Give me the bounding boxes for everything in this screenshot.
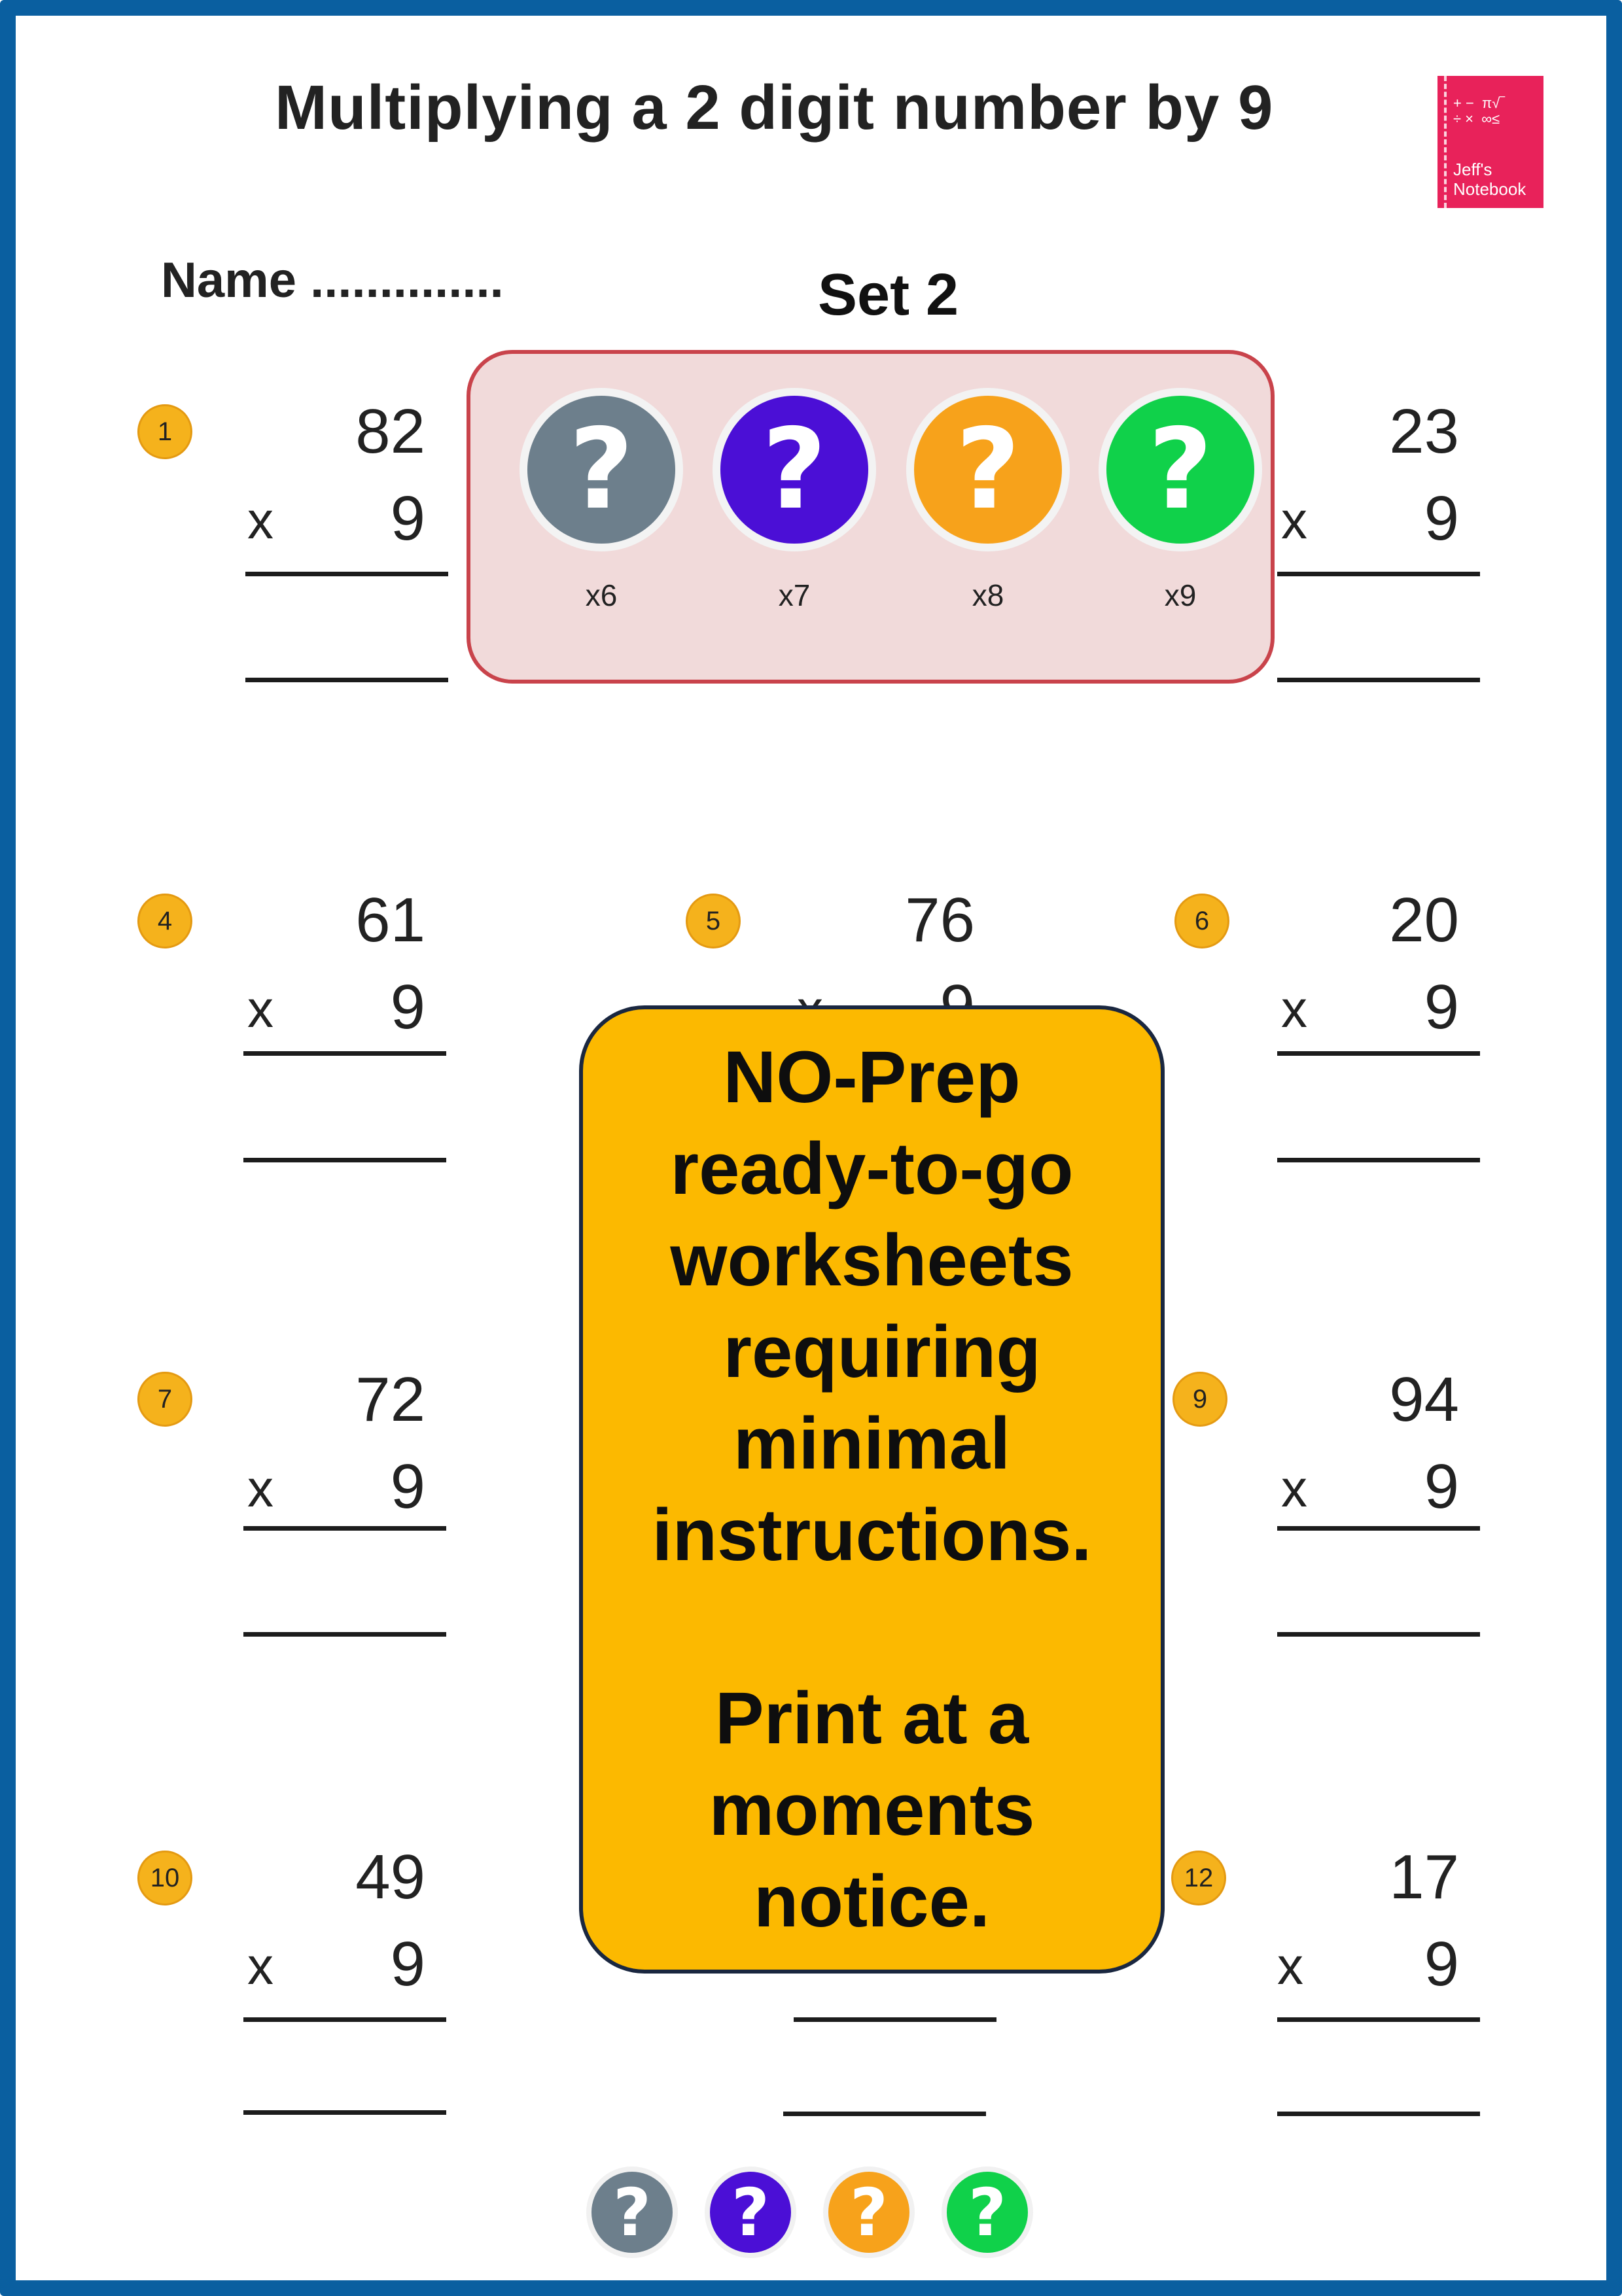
answer-line[interactable] [1277,2112,1480,2116]
answer-key-box: ? x6 ? x7 ? x8 ? x9 [467,350,1275,684]
promo-text-line: moments [709,1769,1035,1851]
problem-multiplier: 9 [390,1929,425,1999]
problem-top-number: 20 [1389,885,1459,955]
problem-number-badge: 10 [137,1851,192,1905]
problem-top-number: 76 [905,885,975,955]
name-field-label: Name .............. [161,252,504,308]
question-mark: ? [762,405,827,534]
problem-multiplier: 9 [390,1452,425,1522]
promo-callout: NO-Prep ready-to-go worksheets requiring… [579,1005,1165,1974]
question-mark: ? [955,405,1021,534]
times-sign: x [247,1459,273,1518]
worksheet-title: Multiplying a 2 digit number by 9 [275,73,1274,143]
question-mark: ? [849,2174,888,2251]
problem-multiplier: 9 [1424,972,1459,1042]
problem-number-badge: 5 [686,894,741,948]
product-line [245,572,448,576]
answer-line[interactable] [245,678,448,682]
product-line [243,2017,446,2022]
question-icon[interactable]: ? [906,388,1070,551]
answer-key-caption: x6 [585,578,618,612]
times-sign: x [1281,491,1307,549]
problem-number-badge: 6 [1174,894,1229,948]
question-icon[interactable]: ? [823,2166,915,2258]
problem-top-number: 82 [355,396,425,466]
times-sign: x [1281,980,1307,1038]
answer-key-caption: x8 [972,578,1004,612]
times-sign: x [247,980,273,1038]
promo-text-line: instructions. [652,1494,1092,1576]
promo-text-line: Print at a [714,1677,1029,1759]
answer-key-caption: x9 [1164,578,1197,612]
product-line [1277,1051,1480,1056]
product-line [243,1526,446,1531]
problem-number-badge: 12 [1171,1851,1226,1905]
promo-text-line: ready-to-go [670,1128,1074,1209]
answer-line[interactable] [243,1158,446,1162]
product-line [1277,1526,1480,1531]
problem-multiplier: 9 [390,483,425,553]
logo-brand-text: Jeff's Notebook [1453,160,1526,199]
answer-line[interactable] [783,2112,986,2116]
question-mark: ? [1148,405,1213,534]
question-icon[interactable]: ? [1099,388,1262,551]
problem-number-badge: 1 [137,404,192,459]
problem-multiplier: 9 [1424,483,1459,553]
answer-key-item: ? x6 [520,388,683,650]
answer-line[interactable] [1277,678,1480,682]
problem-top-number: 17 [1389,1842,1459,1912]
problem-number-badge: 4 [137,894,192,948]
question-icon[interactable]: ? [705,2166,796,2258]
problem-top-number: 49 [355,1842,425,1912]
problem-multiplier: 9 [1424,1929,1459,1999]
answer-line[interactable] [243,2110,446,2115]
problem-top-number: 94 [1389,1365,1459,1435]
promo-text-line: NO-Prep [723,1036,1021,1118]
product-line [794,2017,996,2022]
set-label: Set 2 [818,262,959,328]
question-mark: ? [612,2174,651,2251]
logo-math-symbols: + − π√‾ ÷ × ∞≤ [1453,95,1505,127]
problem-top-number: 72 [355,1365,425,1435]
problem-number-badge: 7 [137,1372,192,1427]
answer-line[interactable] [1277,1632,1480,1637]
answer-key-item: ? x8 [906,388,1070,650]
problem-multiplier: 9 [390,972,425,1042]
problem-top-number: 23 [1389,396,1459,466]
product-line [1277,572,1480,576]
answer-key-item: ? x9 [1099,388,1262,650]
question-icon[interactable]: ? [713,388,876,551]
jeffs-notebook-logo: + − π√‾ ÷ × ∞≤ Jeff's Notebook [1437,76,1543,208]
times-sign: x [247,1937,273,1995]
problem-number-badge: 9 [1172,1372,1227,1427]
answer-key-item: ? x7 [713,388,876,650]
problem-multiplier: 9 [1424,1452,1459,1522]
product-line [243,1051,446,1056]
answer-line[interactable] [1277,1158,1480,1162]
promo-text-line: minimal [733,1402,1011,1484]
problem-top-number: 61 [355,885,425,955]
promo-text-line: notice. [754,1860,990,1942]
answer-key-caption: x7 [778,578,811,612]
times-sign: x [1281,1459,1307,1518]
times-sign: x [247,491,273,549]
question-icon[interactable]: ? [520,388,683,551]
question-icon[interactable]: ? [586,2166,678,2258]
times-sign: x [1277,1937,1303,1995]
promo-text-line: requiring [703,1311,1041,1393]
answer-line[interactable] [243,1632,446,1637]
product-line [1277,2017,1480,2022]
question-mark: ? [968,2174,1006,2251]
notebook-spine [1444,76,1447,208]
promo-text-line: worksheets [670,1219,1074,1301]
question-mark: ? [569,405,634,534]
question-mark: ? [731,2174,769,2251]
question-icon[interactable]: ? [942,2166,1033,2258]
